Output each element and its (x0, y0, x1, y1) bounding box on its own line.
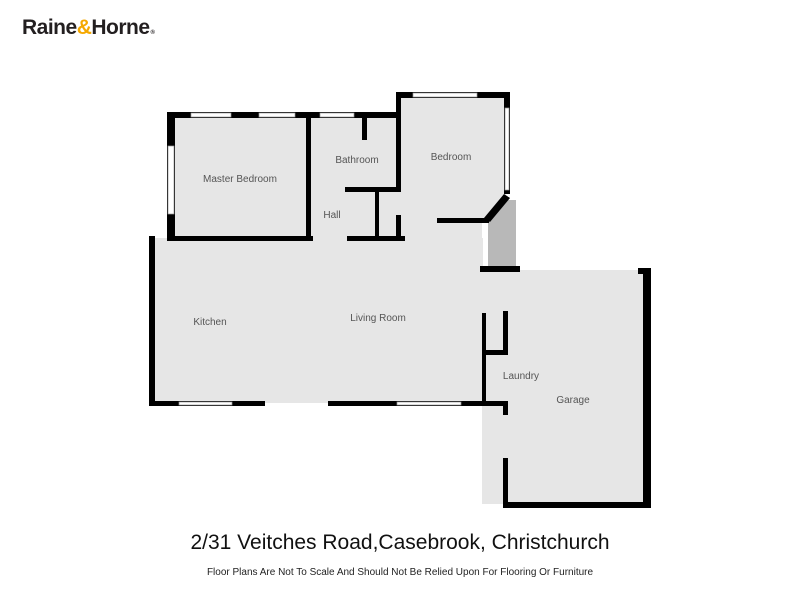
room-label-garage: Garage (556, 395, 590, 406)
brand-name-part2: Horne (91, 16, 150, 39)
brand-ampersand: & (76, 16, 92, 39)
room-labels: Master Bedroom Bathroom Bedroom Hall Kit… (193, 152, 590, 406)
room-label-living-room: Living Room (350, 313, 406, 324)
room-label-bathroom: Bathroom (335, 155, 378, 166)
brand-logo: Raine&Horne® (22, 16, 155, 40)
stair-area (488, 200, 516, 266)
room-label-laundry: Laundry (503, 371, 539, 382)
registered-mark: ® (150, 30, 155, 36)
disclaimer-text: Floor Plans Are Not To Scale And Should … (206, 567, 594, 578)
brand-name-part1: Raine (22, 16, 77, 39)
room-label-bedroom: Bedroom (431, 152, 472, 163)
property-address: 2/31 Veitches Road,Casebrook, Christchur… (190, 531, 610, 554)
room-label-master-bedroom: Master Bedroom (203, 174, 277, 185)
room-label-kitchen: Kitchen (193, 317, 226, 328)
floor-areas (153, 95, 648, 504)
room-label-hall: Hall (323, 210, 340, 221)
windows (167, 92, 510, 406)
